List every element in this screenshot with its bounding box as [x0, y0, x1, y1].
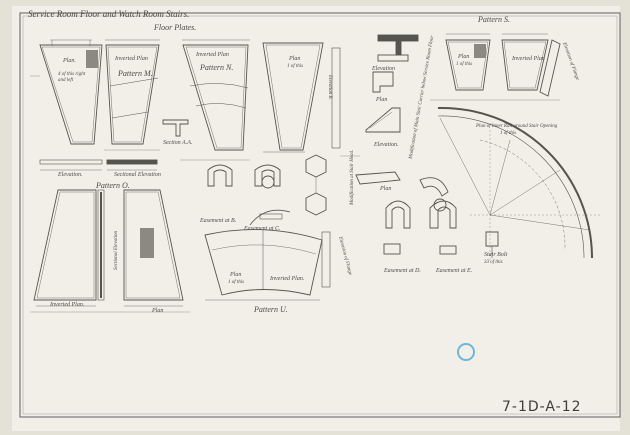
- pattern-o-section: [123, 189, 184, 307]
- easement-b-fittings: [207, 164, 291, 226]
- pattern-s-inverted: [501, 33, 549, 91]
- outer-border: [19, 12, 621, 418]
- easement-d-fittings: [383, 177, 499, 258]
- blue-stamp: [457, 343, 475, 361]
- label-inverted-plan-u: Inverted Plan.: [270, 276, 305, 282]
- label-plan-note: 4 of this right and left: [58, 72, 86, 83]
- pattern-n-plate: [182, 39, 250, 151]
- inner-rail-arc: [437, 106, 600, 260]
- pattern-s-flange: [539, 39, 561, 97]
- pattern-u-plate: [204, 229, 323, 301]
- label-plan-mid2: Plan: [380, 186, 392, 192]
- label-pattern-o: Pattern O.: [96, 181, 130, 190]
- pattern-m-plate: [105, 39, 160, 145]
- modification-stair-head: [305, 154, 327, 216]
- label-plan-s-note: 1 of this: [456, 62, 473, 67]
- pattern-o-plate: [33, 189, 105, 307]
- label-easement-e: Easement at E.: [436, 268, 473, 274]
- label-inner-rail-note: 1 of this: [500, 131, 517, 136]
- label-stair-bolt: Stair Bolt: [484, 252, 508, 258]
- elevation-of-flange-u: [321, 231, 331, 288]
- label-inverted-plan-s: Inverted Plan: [512, 56, 545, 62]
- elevation-b-strip: [331, 47, 341, 149]
- pattern-s-plan: [445, 33, 491, 91]
- elevation-strips-left: [39, 159, 158, 171]
- label-pattern-m: Pattern M.: [118, 69, 153, 78]
- label-plan-n: Plan: [289, 56, 301, 62]
- label-pattern-u: Pattern U.: [254, 305, 288, 314]
- label-elevation-left: Elevation.: [58, 172, 83, 178]
- label-easement-b: Easement at B.: [200, 218, 237, 224]
- plan-plate-left: [39, 39, 103, 145]
- stair-carrier-plan: [372, 71, 394, 93]
- label-inverted-plan-n: Inverted Plan: [196, 52, 229, 58]
- paper: [12, 6, 620, 431]
- plan-n-plate: [262, 42, 324, 153]
- stair-carrier-plan-2: [355, 171, 401, 185]
- label-easement-c: Easement at C.: [244, 226, 281, 232]
- label-plan-u: Plan: [230, 272, 242, 278]
- label-stair-bolt-note: 33 of this: [484, 260, 503, 265]
- label-sectional-elevation: Sectional Elevation: [114, 172, 161, 178]
- label-modification-stair-head: Modification at Stair Head.: [350, 149, 355, 205]
- label-section-aa: Section A.A.: [163, 140, 193, 146]
- dimension-lines: [30, 75, 560, 313]
- stair-carrier-elevation-2: [365, 107, 401, 133]
- label-sectional-elevation-o: Sectional Elevation: [114, 230, 119, 270]
- label-pattern-s: Pattern S.: [478, 15, 510, 24]
- label-plan-mid: Plan: [376, 97, 388, 103]
- label-easement-d: Easement at D.: [384, 268, 421, 274]
- label-elevation-mid2: Elevation.: [374, 142, 399, 148]
- label-pattern-n: Pattern N.: [200, 63, 234, 72]
- drawing-number: 7-1D-A-12: [502, 399, 582, 415]
- label-plan-u-note: 1 of this: [228, 280, 245, 285]
- stair-carrier-elevation: [377, 34, 419, 62]
- label-inverted-plan-m: Inverted Plan: [115, 56, 148, 62]
- label-plan-n-note: 1 of this: [287, 64, 304, 69]
- label-elevation-b: Elevation B.: [327, 75, 332, 100]
- label-inner-rail: Plan of Inner Rail around Stair Opening: [476, 124, 558, 129]
- section-aa: [162, 119, 189, 137]
- label-plan-s: Plan: [458, 54, 470, 60]
- label-plan-o: Plan: [152, 308, 164, 314]
- label-elevation-mid: Elevation: [372, 66, 395, 72]
- label-inverted-plan-o: Inverted Plan.: [50, 302, 85, 308]
- inner-border: [22, 15, 618, 415]
- sheet-subtitle: Floor Plates.: [154, 23, 197, 32]
- sheet-title: Service Room Floor and Watch Room Stairs…: [28, 9, 190, 19]
- label-plan: Plan.: [63, 58, 76, 64]
